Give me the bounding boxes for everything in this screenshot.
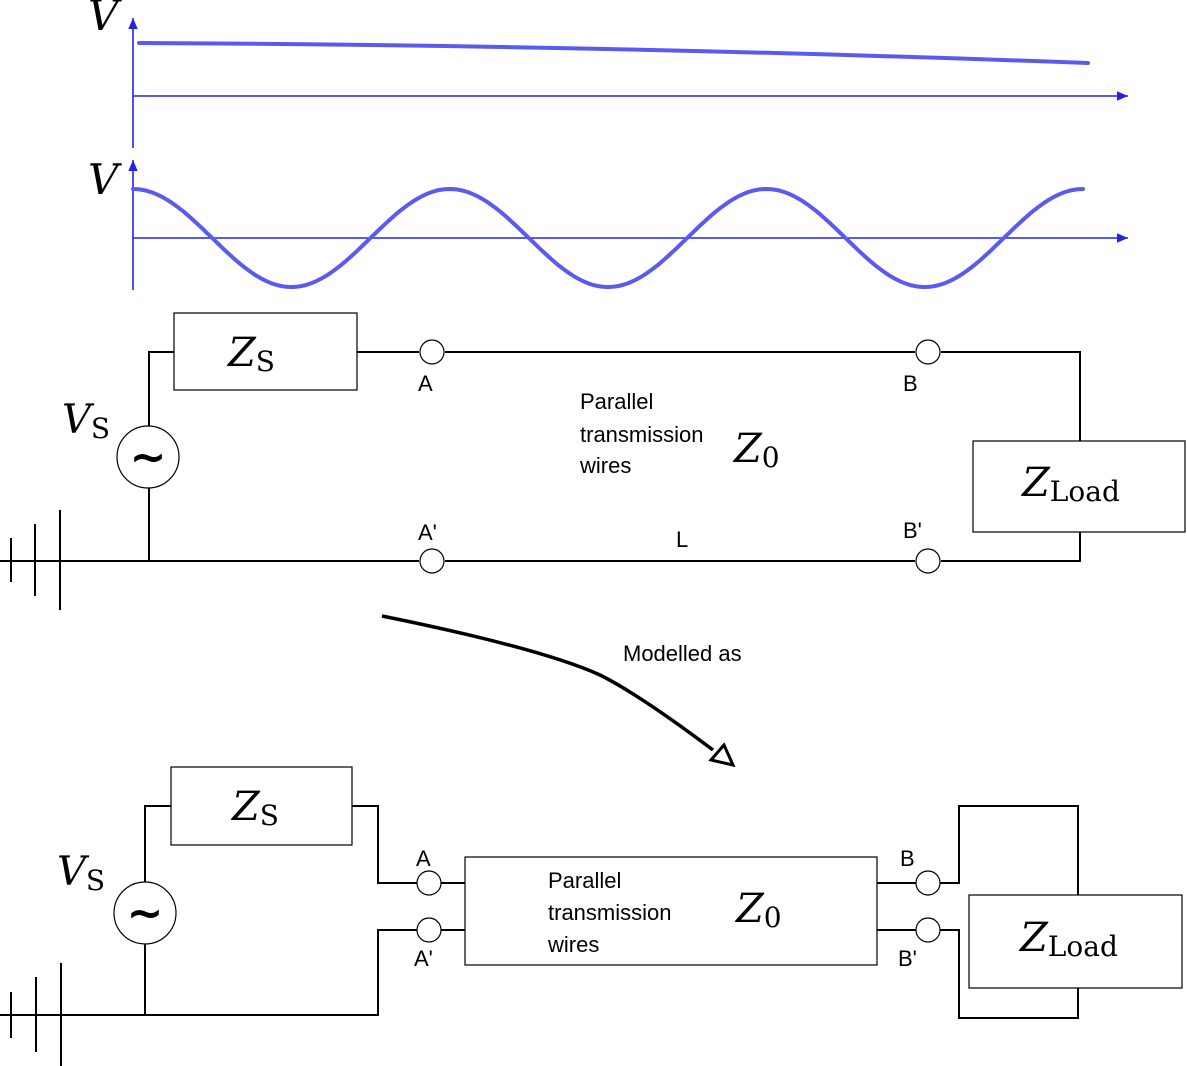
source-impedance-label-top: ZS <box>226 330 275 378</box>
ground-symbol-bottom <box>0 963 145 1066</box>
terminal-a-prime-bottom <box>416 917 442 943</box>
zs-to-a-wire-bottom <box>352 805 417 884</box>
source-voltage-label-top: VS <box>62 397 110 445</box>
plot-bottom-voltage-curve <box>131 186 1085 290</box>
load-impedance-label-top: ZLoad <box>1020 460 1120 508</box>
terminal-a-bottom <box>416 870 442 896</box>
terminal-b-bottom <box>915 870 941 896</box>
line-description-1-top: Parallel <box>580 389 653 414</box>
b-to-load-wire-bottom <box>940 805 1079 895</box>
line-description-2-top: transmission <box>580 422 703 447</box>
plot-bottom-axis-label: V <box>88 155 122 204</box>
ac-source-icon-bottom: ~ <box>127 888 164 939</box>
line-description-3-bottom: wires <box>547 932 599 957</box>
terminal-a-prime-label-top: A' <box>418 520 437 545</box>
terminal-b-prime-label-bottom: B' <box>898 946 917 971</box>
terminal-a-prime-label-bottom: A' <box>414 946 433 971</box>
line-description-3-top: wires <box>579 453 631 478</box>
ground-symbol-top <box>0 510 149 610</box>
source-impedance-box-top <box>173 312 358 391</box>
terminal-b-label-top: B <box>903 371 918 396</box>
bprime-to-load-wire-bottom <box>940 929 1079 1019</box>
load-impedance-box-top <box>972 440 1186 533</box>
bprime-to-load-wire-top <box>941 532 1081 562</box>
plot-top-voltage-curve <box>137 41 1090 65</box>
line-description-1-bottom: Parallel <box>548 868 621 893</box>
circuit-physical: ZS ~ VS A B A' B' Parallel transmission … <box>0 312 1186 610</box>
transmission-line-box-bottom <box>464 856 878 966</box>
source-upper-wire-bottom <box>144 805 171 882</box>
circuit-model: ZS ~ VS A A' B B' Parallel transmission … <box>0 766 1183 1066</box>
line-description-2-bottom: transmission <box>548 900 671 925</box>
voltage-source-top <box>116 425 180 489</box>
terminal-a-label-bottom: A <box>416 846 431 871</box>
terminal-a-label-top: A <box>418 371 433 396</box>
source-impedance-label-bottom: ZS <box>230 784 279 832</box>
source-upper-wire-top <box>148 351 174 426</box>
terminal-a-prime-top <box>419 548 445 574</box>
transition-label: Modelled as <box>623 641 742 666</box>
load-impedance-label-bottom: ZLoad <box>1018 915 1118 963</box>
ground-to-aprime-wire-bottom <box>145 929 417 1016</box>
ac-source-icon: ~ <box>130 432 167 483</box>
transition-arrow <box>381 614 715 752</box>
terminal-b-top <box>915 339 941 365</box>
source-impedance-box-bottom <box>170 766 353 846</box>
voltage-source-bottom <box>113 881 177 945</box>
load-impedance-box-bottom <box>968 894 1183 989</box>
terminal-b-prime-bottom <box>915 917 941 943</box>
terminal-b-label-bottom: B <box>900 846 915 871</box>
modelled-as-transition: Modelled as <box>381 614 742 768</box>
terminal-b-prime-label-top: B' <box>903 518 922 543</box>
line-impedance-label-top: Z0 <box>732 426 780 474</box>
plot-ac-voltage: V <box>88 155 1128 290</box>
source-voltage-label-bottom: VS <box>57 849 105 897</box>
length-label-top: L <box>676 527 688 552</box>
transition-arrowhead-icon <box>708 742 736 768</box>
plot-dc-voltage: V <box>88 0 1128 148</box>
terminal-a-top <box>419 339 445 365</box>
plot-top-axis-label: V <box>88 0 122 40</box>
b-to-load-wire-top <box>941 351 1081 441</box>
terminal-b-prime-top <box>915 548 941 574</box>
line-impedance-label-bottom: Z0 <box>734 886 782 934</box>
